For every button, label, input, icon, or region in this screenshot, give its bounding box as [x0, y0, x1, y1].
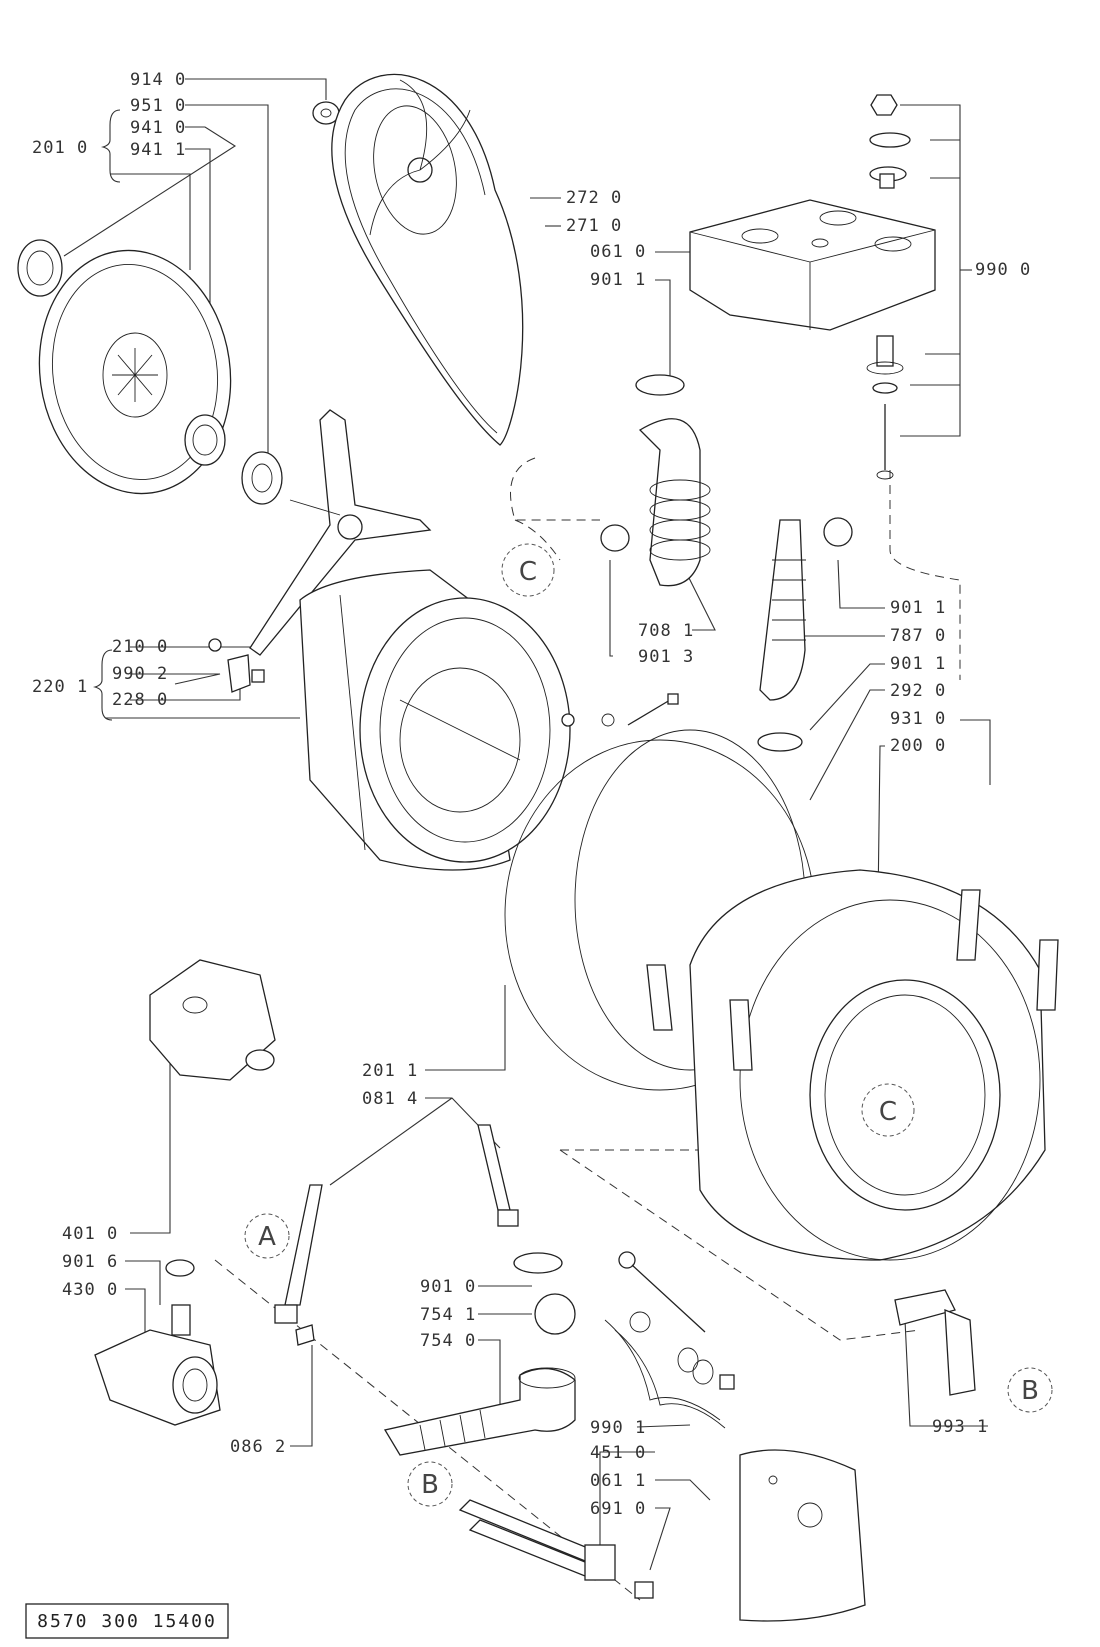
counterweight-hardware: [866, 94, 911, 480]
hose-787: [759, 519, 806, 701]
clip-086: [295, 1324, 315, 1346]
label-901-1-low: 901 1: [890, 654, 946, 674]
label-993-1: 993 1: [932, 1417, 988, 1437]
label-941-1: 941 1: [130, 140, 186, 160]
callout-c-tub: C: [861, 1083, 915, 1137]
group-brace-201: [101, 109, 121, 183]
label-754-1: 754 1: [420, 1305, 476, 1325]
label-901-1-mid: 901 1: [890, 598, 946, 618]
tub-bolt: [561, 693, 679, 727]
counterweight-front: [739, 1449, 866, 1622]
pump-430: [94, 1304, 221, 1426]
callout-a: A: [244, 1213, 290, 1259]
callout-c-left: C: [501, 543, 555, 597]
label-787-0: 787 0: [890, 626, 946, 646]
callout-b-left: B: [407, 1461, 453, 1507]
drawing-code-box: 8570 300 15400: [25, 1603, 229, 1639]
label-708-1: 708 1: [638, 621, 694, 641]
heater-fixings: [604, 1251, 735, 1429]
svg-text:B: B: [421, 1470, 439, 1500]
svg-text:C: C: [519, 557, 537, 587]
label-941-0: 941 0: [130, 118, 186, 138]
svg-text:C: C: [879, 1097, 897, 1127]
label-990-0: 990 0: [975, 260, 1031, 280]
label-061-0: 061 0: [590, 242, 646, 262]
label-691-0: 691 0: [590, 1499, 646, 1519]
label-271-0: 271 0: [566, 216, 622, 236]
label-914-0: 914 0: [130, 70, 186, 90]
motor-401: [149, 959, 276, 1081]
label-228-0: 228 0: [112, 690, 168, 710]
label-081-4: 081 4: [362, 1089, 418, 1109]
label-451-0: 451 0: [590, 1443, 646, 1463]
sump-hose: [383, 1293, 576, 1456]
label-210-0: 210 0: [112, 637, 168, 657]
tub-springs: [646, 889, 1059, 1071]
bellows-hose-708: [638, 418, 711, 587]
shock-absorbers: [274, 1124, 519, 1324]
label-901-6: 901 6: [62, 1252, 118, 1272]
drum: [299, 569, 571, 871]
pulley-201: [17, 239, 232, 495]
label-272-0: 272 0: [566, 188, 622, 208]
label-990-2: 990 2: [112, 664, 168, 684]
part-labels: 914 0 951 0 941 0 941 1 201 0 272 0 271 …: [32, 70, 1031, 1519]
group-brace-220: [93, 649, 113, 721]
label-086-2: 086 2: [230, 1437, 286, 1457]
label-901-1-top: 901 1: [590, 270, 646, 290]
label-201-0: 201 0: [32, 138, 88, 158]
label-401-0: 401 0: [62, 1224, 118, 1244]
svg-text:B: B: [1021, 1376, 1039, 1406]
tub-latch-993: [894, 1289, 976, 1396]
label-901-3: 901 3: [638, 647, 694, 667]
label-931-0: 931 0: [890, 709, 946, 729]
drum-spider: [249, 409, 432, 656]
label-901-0: 901 0: [420, 1277, 476, 1297]
label-951-0: 951 0: [130, 96, 186, 116]
drawing-code: 8570 300 15400: [37, 1611, 217, 1632]
bearing-951: [241, 451, 283, 505]
label-200-0: 200 0: [890, 736, 946, 756]
svg-text:A: A: [258, 1222, 276, 1252]
heater-451: [458, 1499, 654, 1599]
belt-drive-wheel: [331, 73, 524, 446]
counterweight-top: [689, 199, 936, 331]
label-990-1: 990 1: [590, 1418, 646, 1438]
label-430-0: 430 0: [62, 1280, 118, 1300]
hose-clamps: [165, 374, 853, 1277]
label-201-1: 201 1: [362, 1061, 418, 1081]
label-220-1: 220 1: [32, 677, 88, 697]
fasteners-220: [208, 638, 265, 693]
callout-b-right: B: [1007, 1367, 1053, 1413]
label-061-1: 061 1: [590, 1471, 646, 1491]
label-292-0: 292 0: [890, 681, 946, 701]
label-754-0: 754 0: [420, 1331, 476, 1351]
